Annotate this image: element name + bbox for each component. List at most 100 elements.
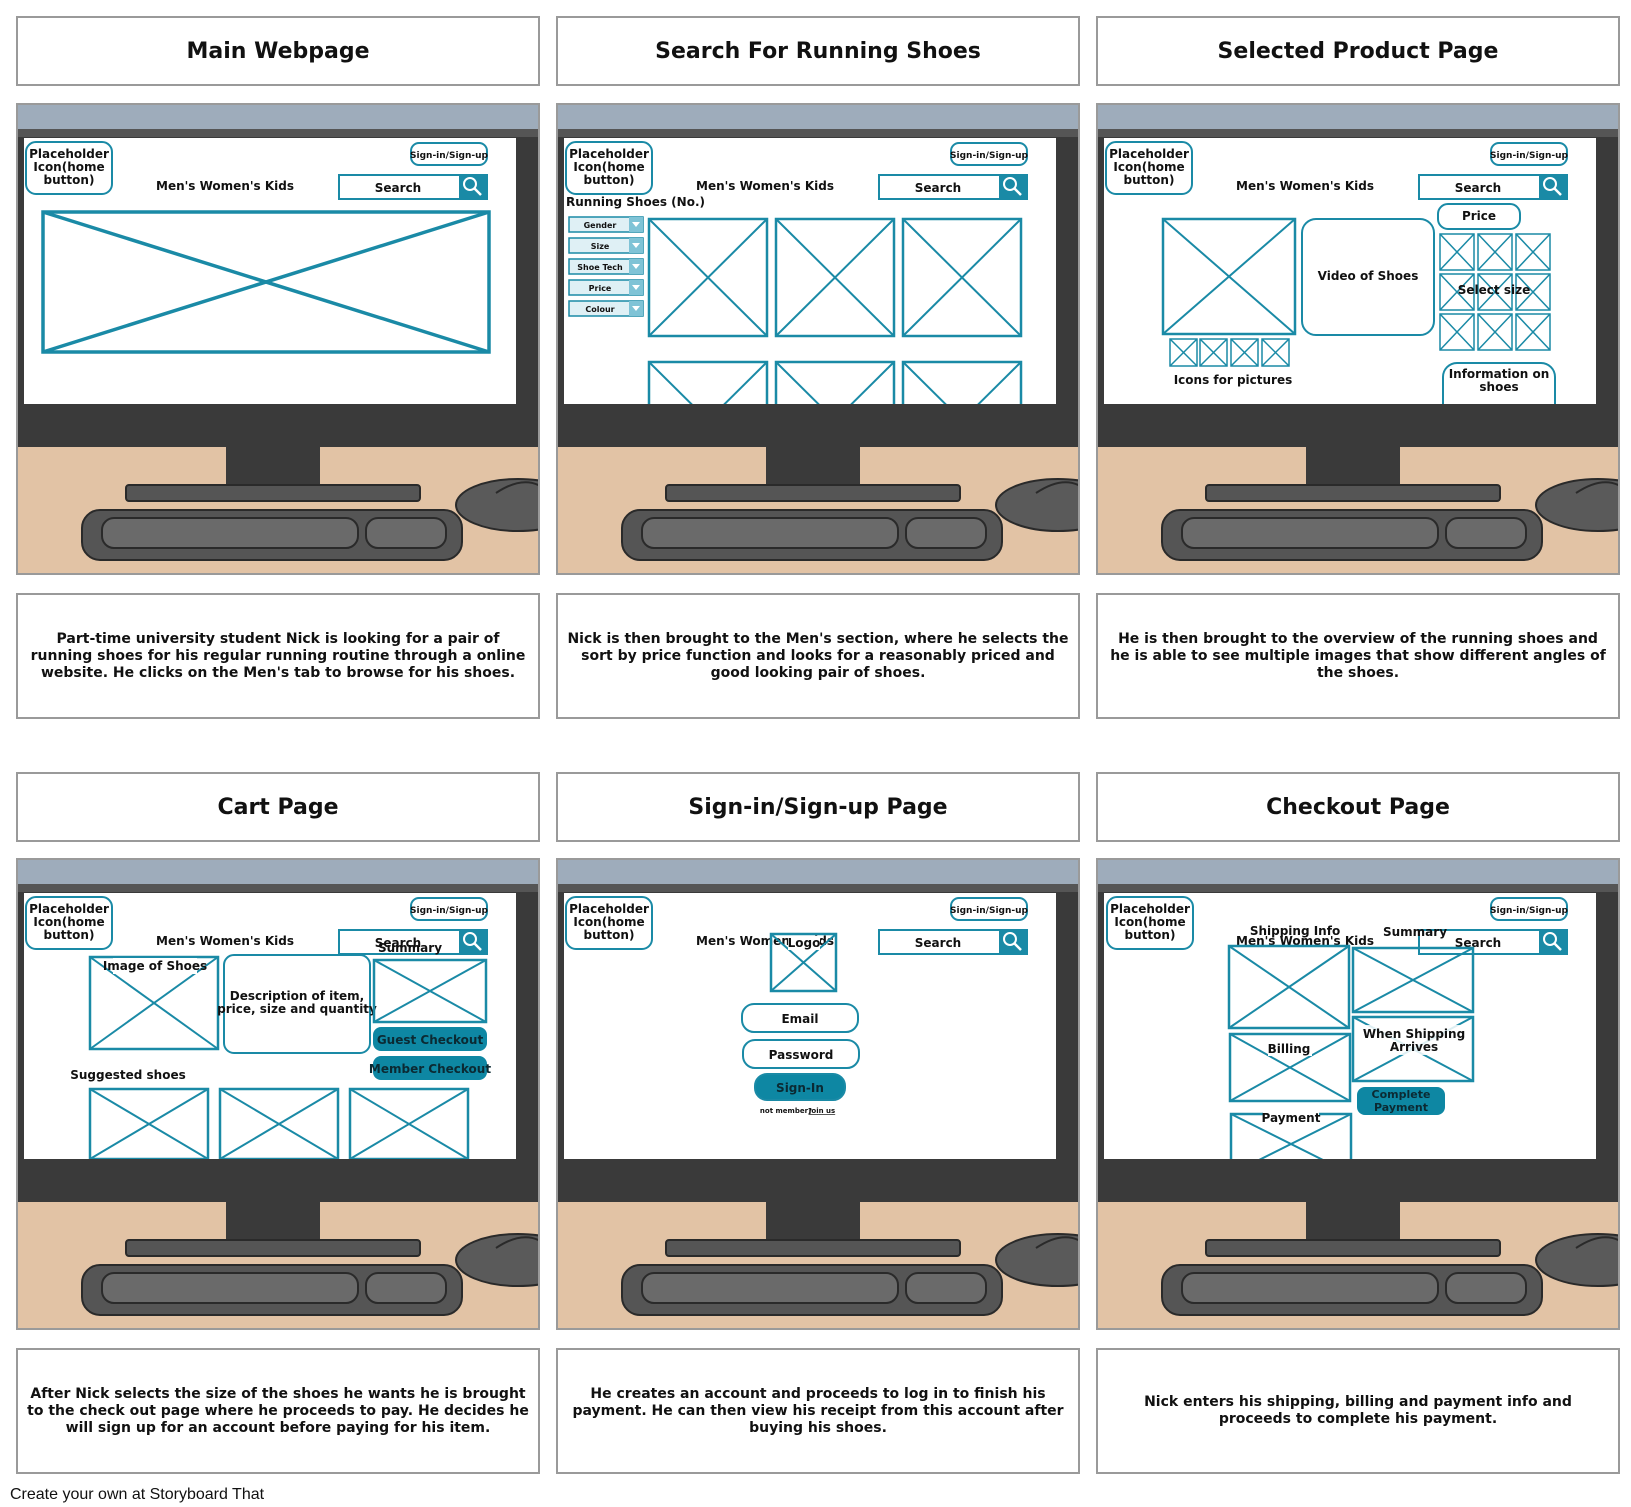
mouse-button-line [495, 1236, 538, 1249]
home-placeholder-label: Icon(home [573, 160, 644, 174]
filter-label: Gender [584, 221, 617, 230]
panel-caption: After Nick selects the size of the shoes… [16, 1348, 540, 1474]
size-option [1515, 233, 1551, 271]
panel-title: Selected Product Page [1096, 16, 1620, 86]
browser-screen: PlaceholderIcon(homebutton)Sign-in/Sign-… [564, 138, 1056, 404]
cross-line [373, 959, 487, 1023]
sign-in-button[interactable] [950, 142, 1028, 166]
complete-payment-label: Payment [1374, 1101, 1428, 1114]
search-icon-lens [1543, 932, 1557, 946]
home-placeholder-button[interactable] [25, 141, 113, 195]
image-frame [1515, 273, 1551, 311]
category-nav[interactable]: Men's Women's Kids [1236, 934, 1374, 948]
category-nav[interactable]: Men's Women's Kids [696, 179, 834, 193]
info-label: Information on [1449, 367, 1550, 381]
video-player[interactable] [1301, 218, 1435, 336]
home-placeholder-label: Placeholder [1109, 147, 1189, 161]
keyboard-keys [1181, 517, 1439, 549]
home-placeholder-button[interactable] [1105, 141, 1193, 195]
category-nav[interactable]: Men's Women's Kids [156, 179, 294, 193]
image-frame [348, 1087, 470, 1159]
logo-label: Logo [788, 936, 821, 950]
sign-in-button[interactable] [950, 897, 1028, 921]
mouse [1535, 478, 1618, 532]
sign-in-button[interactable] [1490, 142, 1568, 166]
scene: PlaceholderIcon(homebutton)Sign-in/Sign-… [18, 860, 538, 1328]
scene: PlaceholderIcon(homebutton)Sign-in/Sign-… [558, 105, 1078, 573]
home-placeholder-label: Icon(home [573, 915, 644, 929]
cross-line [1199, 338, 1228, 367]
cross-line [775, 361, 820, 404]
keyboard-numpad [905, 1272, 987, 1304]
email-field[interactable] [741, 1003, 859, 1033]
suggested-heading: Suggested shoes [70, 1068, 186, 1082]
sign-in-button[interactable] [410, 142, 488, 166]
image-frame [1439, 233, 1475, 271]
cross-line [770, 933, 837, 992]
sign-in-submit-button[interactable] [754, 1073, 846, 1101]
wall [558, 860, 1078, 884]
size-option [1515, 313, 1551, 351]
size-option [1477, 233, 1513, 271]
home-placeholder-label: Placeholder [569, 147, 649, 161]
keyboard-keys [1181, 1272, 1439, 1304]
email-placeholder: Email [781, 1012, 818, 1026]
password-field[interactable] [742, 1039, 860, 1069]
home-placeholder-button[interactable] [25, 896, 113, 950]
cross-line [723, 361, 768, 404]
category-nav[interactable]: Men's Women's Kids [1236, 179, 1374, 193]
chevron-down-icon [632, 222, 640, 227]
shipping-eta-label: Arrives [1390, 1040, 1438, 1054]
image-frame [769, 932, 838, 993]
mouse-button-line [1035, 1236, 1078, 1249]
search-icon-handle [473, 187, 482, 196]
cross-line [1352, 947, 1474, 1013]
summary-heading: Summary [1383, 925, 1447, 939]
cross-line [648, 361, 693, 404]
cross-line [1258, 1113, 1352, 1159]
member-checkout-button[interactable] [373, 1056, 487, 1080]
password-placeholder: Password [769, 1048, 834, 1062]
search-placeholder: Search [375, 936, 421, 950]
cross-line [1515, 273, 1551, 311]
sign-in-label: Sign-in/Sign-up [950, 906, 1028, 916]
category-nav[interactable]: Men's Women's Kids [156, 934, 294, 948]
order-summary-box [1351, 946, 1475, 1014]
panel-caption: Part-time university student Nick is loo… [16, 593, 540, 719]
home-placeholder-button[interactable] [565, 896, 653, 950]
home-placeholder-button[interactable] [1106, 896, 1194, 950]
home-placeholder-button[interactable] [565, 141, 653, 195]
mouse [1535, 1233, 1618, 1287]
sign-in-label: Sign-in/Sign-up [1490, 151, 1568, 161]
home-placeholder-label: Placeholder [29, 902, 109, 916]
browser-screen: PlaceholderIcon(homebutton)Sign-in/Sign-… [24, 138, 516, 404]
sign-in-button[interactable] [1490, 897, 1568, 921]
sign-in-button[interactable] [410, 897, 488, 921]
cross-line [1439, 233, 1475, 271]
search-icon [463, 932, 482, 951]
chevron-down-icon [632, 306, 640, 311]
suggested-thumbnail [88, 1087, 210, 1159]
cross-line [1230, 338, 1259, 367]
guest-checkout-button[interactable] [373, 1027, 487, 1051]
search-icon [1543, 177, 1562, 196]
monitor-stand [1306, 445, 1400, 489]
cross-line [1261, 338, 1290, 367]
item-description-box [223, 954, 371, 1054]
filter-label: Price [589, 284, 612, 293]
keyboard-numpad [365, 517, 447, 549]
filter-label: Colour [585, 305, 614, 314]
image-frame [1261, 338, 1290, 367]
image-frame [218, 1087, 340, 1159]
home-placeholder-label: Placeholder [569, 902, 649, 916]
image-frame [1515, 313, 1551, 351]
join-us-link[interactable]: Join us [808, 1107, 835, 1115]
search-icon [1543, 932, 1562, 951]
home-placeholder-label: button) [584, 173, 635, 187]
panel-caption: Nick is then brought to the Men's sectio… [556, 593, 1080, 719]
footer-credit[interactable]: Create your own at Storyboard That [10, 1486, 265, 1503]
complete-payment-button[interactable] [1357, 1087, 1445, 1115]
